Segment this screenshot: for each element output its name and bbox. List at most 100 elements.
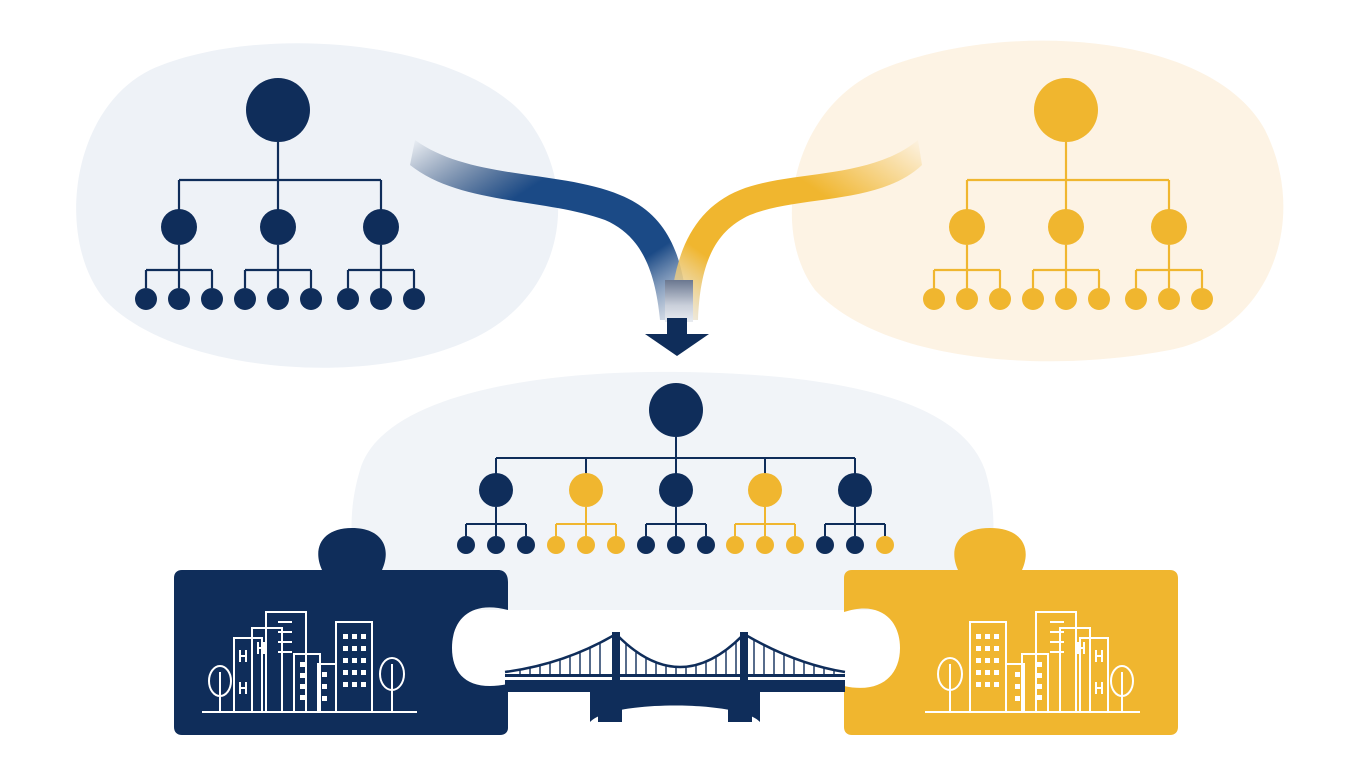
org-leaf-node (1088, 288, 1110, 310)
window (300, 695, 305, 700)
window (300, 662, 305, 667)
right-puzzle-shape (844, 528, 1178, 735)
window (976, 670, 981, 675)
suspension-bridge-icon (504, 632, 846, 722)
org-leaf-node (300, 288, 322, 310)
window (1015, 696, 1020, 701)
org-root-node (1034, 78, 1098, 142)
org-leaf-node (135, 288, 157, 310)
window (985, 670, 990, 675)
city-puzzle-piece-icon (174, 528, 508, 735)
window (322, 684, 327, 689)
window (300, 673, 305, 678)
org-mid-node (1048, 209, 1084, 245)
window (994, 658, 999, 663)
org-leaf-node (267, 288, 289, 310)
org-leaf-node (1158, 288, 1180, 310)
bridge-tower (612, 632, 620, 682)
org-leaf-node (876, 536, 894, 554)
org-leaf-node (786, 536, 804, 554)
right-company-backdrop (791, 40, 1284, 362)
window (352, 658, 357, 663)
org-leaf-node (637, 536, 655, 554)
window (1037, 662, 1042, 667)
building (233, 637, 263, 713)
window (361, 670, 366, 675)
org-leaf-node (607, 536, 625, 554)
org-mid-node (363, 209, 399, 245)
window (352, 682, 357, 687)
window (361, 658, 366, 663)
org-leaf-node (1191, 288, 1213, 310)
left-city-skyline-icon (202, 611, 417, 713)
bridge-arch (590, 692, 760, 722)
window (994, 646, 999, 651)
window (361, 634, 366, 639)
org-mid-node (161, 209, 197, 245)
window (322, 672, 327, 677)
org-leaf-node (337, 288, 359, 310)
building (265, 611, 307, 713)
org-mid-node (479, 473, 513, 507)
navy-stream (410, 140, 688, 320)
bridge-pier (728, 692, 752, 722)
org-mid-node (569, 473, 603, 507)
left-company-backdrop (76, 43, 559, 368)
window (352, 646, 357, 651)
org-leaf-node (923, 288, 945, 310)
window (994, 670, 999, 675)
building (1035, 611, 1077, 713)
org-mid-node (949, 209, 985, 245)
window (361, 682, 366, 687)
org-leaf-node (234, 288, 256, 310)
building (335, 621, 373, 713)
org-leaf-node (1022, 288, 1044, 310)
org-leaf-node (1055, 288, 1077, 310)
right-org-chart (923, 78, 1213, 310)
org-leaf-node (487, 536, 505, 554)
org-leaf-node (816, 536, 834, 554)
window (994, 634, 999, 639)
window (343, 658, 348, 663)
left-org-chart (135, 78, 425, 310)
org-leaf-node (547, 536, 565, 554)
org-mid-node (838, 473, 872, 507)
org-leaf-node (1125, 288, 1147, 310)
arrow-head (645, 318, 709, 356)
org-leaf-node (168, 288, 190, 310)
building (1079, 637, 1109, 713)
bridge-cable (504, 632, 617, 674)
bridge-rail (505, 674, 845, 677)
org-leaf-node (667, 536, 685, 554)
org-leaf-node (517, 536, 535, 554)
org-leaf-node (956, 288, 978, 310)
building (293, 653, 321, 713)
org-leaf-node (403, 288, 425, 310)
window (300, 684, 305, 689)
bridge-tower (740, 632, 748, 682)
window (976, 658, 981, 663)
org-mid-node (659, 473, 693, 507)
window (976, 646, 981, 651)
window (976, 682, 981, 687)
window (1037, 673, 1042, 678)
org-root-node (649, 383, 703, 437)
org-mid-node (260, 209, 296, 245)
merge-arrow-icon (410, 140, 922, 356)
window (985, 682, 990, 687)
org-leaf-node (201, 288, 223, 310)
window (343, 670, 348, 675)
bridge-cable (615, 633, 745, 669)
building (969, 621, 1007, 713)
window (361, 646, 366, 651)
window (1037, 695, 1042, 700)
window (1015, 684, 1020, 689)
bridge-pier (598, 692, 622, 722)
left-puzzle-shape (174, 528, 508, 735)
window (322, 696, 327, 701)
window (1037, 684, 1042, 689)
org-leaf-node (697, 536, 715, 554)
org-root-node (246, 78, 310, 142)
